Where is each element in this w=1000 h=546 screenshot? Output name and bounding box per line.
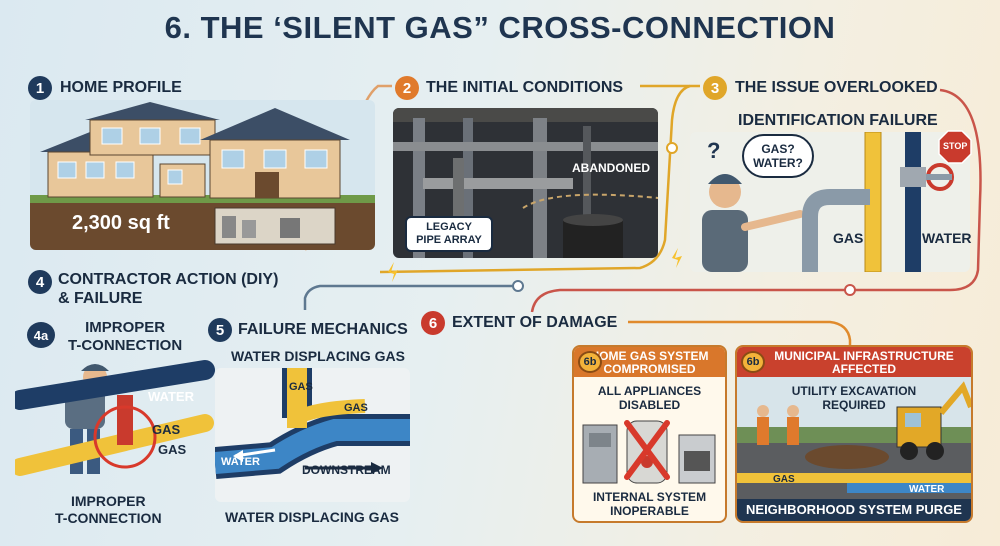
disabled-appliances-illustration (582, 420, 716, 484)
muni-card-badge: 6b (741, 351, 765, 373)
muni-card-header: MUNICIPAL INFRASTRUCTURE AFFECTED (737, 347, 971, 377)
5-top-caption: WATER DISPLACING GAS (231, 348, 405, 364)
home-card-top-line-2: DISABLED (618, 398, 681, 412)
question-mark-icon: ? (707, 138, 721, 163)
section-2-badge: 2 (395, 76, 419, 100)
pipe-label-water: WATER (922, 230, 972, 246)
5-gas-label-1: GAS (289, 381, 313, 393)
4a-gas-label-1: GAS (152, 422, 181, 437)
section-1-badge: 1 (28, 76, 52, 100)
house-illustration (30, 100, 375, 250)
4a-caption-line-1: IMPROPER (70, 493, 146, 509)
section-6-badge: 6 (421, 311, 445, 335)
improper-t-connection-illustration (15, 360, 215, 476)
4a-caption-line-2: T-CONNECTION (55, 510, 162, 526)
muni-card-header-line-2: AFFECTED (832, 362, 896, 376)
section-5-title: FAILURE MECHANICS (238, 321, 408, 338)
section-4a-title-line-2: T-CONNECTION (68, 337, 183, 354)
section-4a-title: IMPROPER T-CONNECTION (68, 319, 182, 355)
section-4-title-line-1: CONTRACTOR ACTION (DIY) (58, 271, 279, 288)
muni-card-top-line-2: REQUIRED (822, 398, 886, 412)
section-4a-title-line-1: IMPROPER (85, 319, 166, 336)
home-card-bottom-text: INTERNAL SYSTEM INOPERABLE (574, 490, 725, 518)
legacy-line-1: LEGACY (426, 221, 472, 233)
muni-card-top-line-1: UTILITY EXCAVATION (791, 384, 917, 398)
section-3-badge: 3 (703, 76, 727, 100)
pipe-label-gas: GAS (833, 230, 864, 246)
muni-gas-label: GAS (773, 474, 795, 485)
5-gas-label-2: GAS (344, 402, 368, 414)
section-3-subtitle: IDENTIFICATION FAILURE (738, 112, 938, 129)
section-4-badge: 4 (28, 270, 52, 294)
home-area-label: 2,300 sq ft (72, 212, 170, 234)
basement-pipes-illustration (393, 108, 658, 258)
4a-gas-label-2: GAS (158, 442, 187, 457)
failure-mechanics-illustration (215, 368, 410, 502)
home-card-bottom-line-2: INOPERABLE (610, 504, 689, 518)
section-4a-badge: 4a (27, 322, 55, 348)
bubble-line-1: GAS? (761, 142, 795, 156)
muni-card-footer: NEIGHBORHOOD SYSTEM PURGE (737, 499, 971, 521)
home-card-header-line-1: HOME GAS SYSTEM (590, 349, 709, 363)
5-downstream-label: DOWNSTREAM (302, 463, 391, 477)
home-card-top-text: ALL APPLIANCES DISABLED (574, 384, 725, 412)
muni-water-label: WATER (909, 484, 945, 495)
4a-water-label: WATER (148, 389, 194, 404)
home-card-header-line-2: COMPROMISED (603, 362, 696, 376)
bubble-line-2: WATER? (753, 156, 803, 170)
section-6-title: EXTENT OF DAMAGE (452, 314, 618, 331)
5-water-label: WATER (221, 456, 260, 468)
section-5-badge: 5 (208, 318, 232, 342)
legacy-line-2: PIPE ARRAY (416, 234, 482, 246)
home-card-badge: 6b (578, 351, 602, 373)
section-1-title: HOME PROFILE (60, 79, 182, 96)
page-title: 6. THE ‘SILENT GAS” CROSS-CONNECTION (164, 10, 836, 45)
abandoned-label: ABANDONED (572, 161, 650, 175)
stop-sign-icon (938, 130, 972, 164)
5-bottom-caption: WATER DISPLACING GAS (225, 509, 399, 525)
home-card-bottom-line-1: INTERNAL SYSTEM (592, 490, 707, 504)
muni-card-header-line-1: MUNICIPAL INFRASTRUCTURE (774, 349, 954, 363)
excavation-illustration (737, 377, 971, 499)
section-4-title-line-2: & FAILURE (58, 290, 143, 307)
section-4-title: CONTRACTOR ACTION (DIY) & FAILURE (58, 270, 278, 308)
home-card-top-line-1: ALL APPLIANCES (597, 384, 702, 398)
section-3-title: THE ISSUE OVERLOOKED (735, 79, 938, 96)
legacy-pipe-callout: LEGACY PIPE ARRAY (405, 216, 493, 252)
4a-caption: IMPROPER T-CONNECTION (55, 493, 162, 527)
identification-failure-illustration (690, 132, 970, 272)
municipal-infrastructure-card: MUNICIPAL INFRASTRUCTURE AFFECTED UTILIT… (735, 345, 973, 523)
muni-card-top-text: UTILITY EXCAVATION REQUIRED (737, 384, 971, 412)
thought-bubble: GAS? WATER? (742, 134, 814, 178)
stop-sign-text: STOP (943, 141, 968, 151)
section-2-title: THE INITIAL CONDITIONS (426, 79, 624, 96)
